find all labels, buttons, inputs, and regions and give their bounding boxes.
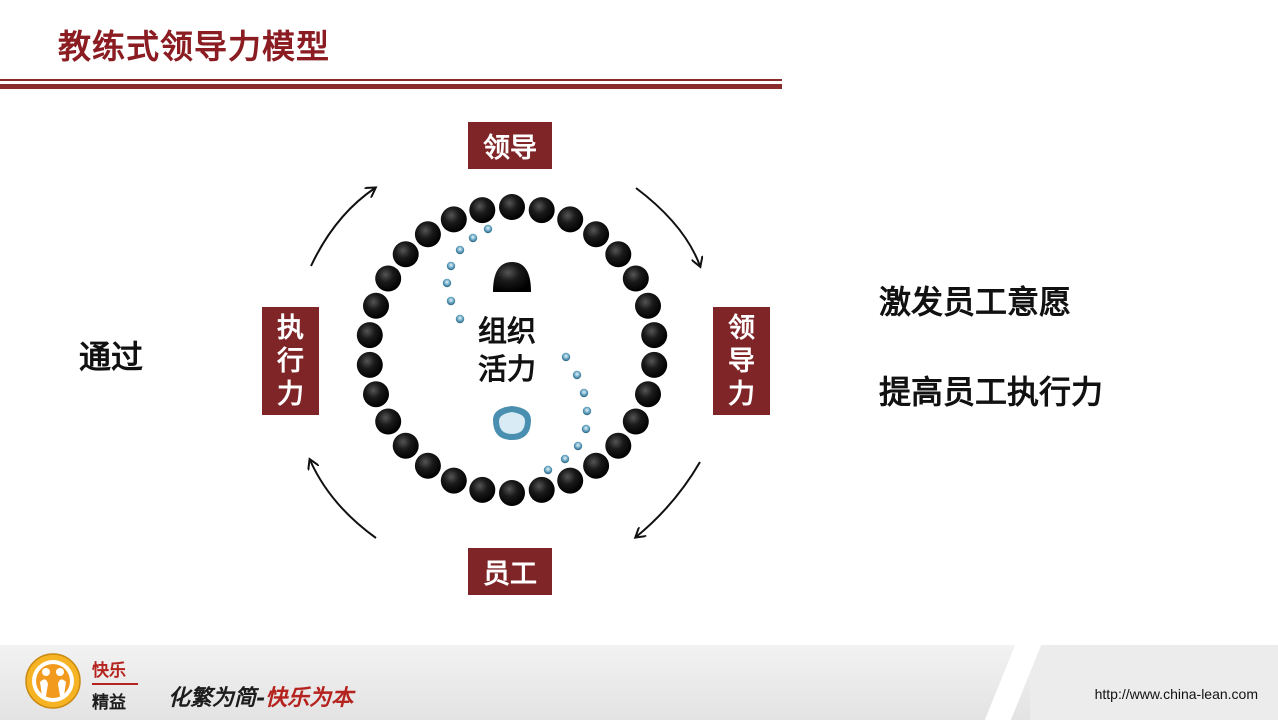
label-bottom-staff: 员工 (468, 548, 552, 595)
label-left-execution: 执 行 力 (262, 307, 319, 415)
bead-icon (641, 322, 668, 349)
bead-icon (622, 265, 649, 292)
center-bottom-drop-icon (493, 406, 531, 440)
bead-icon (622, 408, 649, 435)
right-text-improve: 提高员工执行力 (879, 373, 1104, 411)
label-right-char: 力 (728, 378, 755, 410)
bead-icon (469, 476, 496, 503)
bead-ring-icon (356, 194, 668, 506)
slogan-separator: - (256, 685, 266, 711)
bead-icon (363, 381, 389, 408)
bead-icon (356, 351, 383, 378)
arrow-top-right-icon (635, 187, 700, 266)
bead-icon (375, 408, 402, 435)
title-divider-thick (0, 84, 782, 89)
bead-icon (469, 197, 496, 224)
yin-yang-swirl-icon (442, 224, 592, 475)
bead-icon (605, 432, 632, 459)
label-right-char: 导 (728, 345, 755, 377)
bead-icon (635, 381, 661, 408)
arrow-bottom-right-icon (636, 461, 701, 537)
bead-icon (414, 221, 441, 248)
brand-top-text: 快乐 (92, 661, 126, 681)
bead-icon (583, 221, 610, 248)
bead-icon (440, 467, 467, 494)
label-right-char: 领 (728, 312, 755, 344)
bead-icon (635, 292, 661, 319)
swirl-dot-icon (455, 314, 465, 324)
bead-icon (499, 194, 525, 220)
swirl-dot-icon (442, 278, 452, 288)
label-top-leadership: 领导 (468, 122, 552, 169)
bead-icon (528, 476, 555, 503)
slide-title: 教练式领导力模型 (58, 27, 330, 66)
cycle-diagram (0, 0, 1278, 645)
swirl-dot-icon (468, 233, 478, 243)
left-text-through: 通过 (79, 338, 144, 376)
footer-url-link[interactable]: http://www.china-lean.com (1094, 686, 1258, 702)
label-right-leadership: 领 导 力 (713, 307, 770, 415)
swirl-dot-icon (560, 454, 570, 464)
swirl-dot-icon (573, 441, 583, 451)
logo-emblem-icon (25, 653, 81, 709)
swirl-dot-icon (572, 370, 582, 380)
center-text-line1: 组织 (478, 314, 537, 348)
label-left-char: 行 (277, 345, 304, 377)
bead-icon (440, 206, 467, 233)
brand-divider (92, 683, 138, 685)
bead-icon (557, 467, 584, 494)
swirl-dot-icon (483, 224, 493, 234)
bead-icon (499, 480, 525, 506)
label-left-char: 执 (277, 312, 304, 344)
bead-icon (641, 351, 668, 378)
bead-icon (414, 452, 441, 479)
bead-icon (557, 206, 584, 233)
bead-icon (392, 241, 419, 268)
brand-bottom-text: 精益 (92, 693, 126, 713)
arrow-bottom-left-icon (310, 460, 377, 539)
bead-icon (392, 432, 419, 459)
swirl-dot-icon (446, 296, 456, 306)
slogan-part2: 快乐为本 (265, 685, 354, 711)
label-left-char: 力 (277, 378, 304, 410)
swirl-dot-icon (581, 424, 591, 434)
bead-icon (528, 197, 555, 224)
swirl-dot-icon (446, 261, 456, 271)
right-text-motivate: 激发员工意愿 (879, 283, 1072, 321)
bead-icon (583, 452, 610, 479)
bead-icon (363, 292, 389, 319)
center-top-dome-icon (493, 262, 531, 292)
arrow-top-left-icon (310, 188, 375, 267)
bead-icon (375, 265, 402, 292)
swirl-dot-icon (543, 465, 553, 475)
swirl-dot-icon (582, 406, 592, 416)
bead-icon (356, 322, 383, 349)
footer-right-panel (1030, 645, 1278, 720)
slogan-part1: 化繁为简 (168, 685, 257, 711)
center-text-line2: 活力 (478, 352, 537, 386)
swirl-dot-icon (579, 388, 589, 398)
footer-slogan: 化繁为简-快乐为本 (168, 680, 353, 712)
swirl-dot-icon (561, 352, 571, 362)
swirl-dot-icon (455, 245, 465, 255)
title-divider-thin (0, 79, 782, 81)
bead-icon (605, 241, 632, 268)
